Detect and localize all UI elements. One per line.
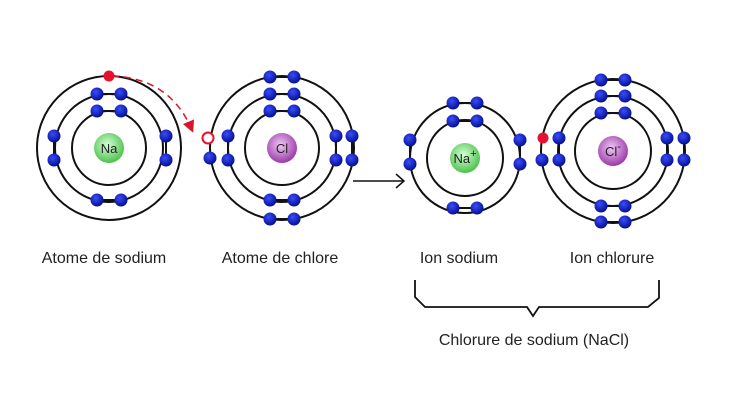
nucleus-symbol: Cl [276, 141, 288, 156]
nucleus [94, 133, 124, 163]
nucleus [598, 136, 628, 166]
electron [287, 193, 301, 207]
electron [221, 153, 235, 167]
electron [470, 201, 484, 215]
ion-charge: + [470, 148, 476, 160]
electron [263, 70, 277, 84]
electron [535, 153, 549, 167]
electron [403, 133, 417, 147]
electron [677, 131, 691, 145]
electron [47, 153, 61, 167]
electron [446, 201, 460, 215]
electron [594, 106, 608, 120]
electron [403, 157, 417, 171]
ion-charge: - [617, 141, 621, 153]
electron [345, 129, 359, 143]
electron [552, 131, 566, 145]
electron [660, 131, 674, 145]
electron [552, 153, 566, 167]
electron [594, 89, 608, 103]
transferred-electron [537, 132, 549, 144]
electron [470, 96, 484, 110]
label-chloride-ion: Ion chlorure [570, 250, 655, 267]
electron [594, 199, 608, 213]
electron [114, 193, 128, 207]
electron [618, 215, 632, 229]
electron [446, 96, 460, 110]
label-compound: Chlorure de sodium (NaCl) [439, 332, 629, 349]
electron [287, 212, 301, 226]
electron [203, 151, 217, 165]
electron [263, 193, 277, 207]
electron [263, 104, 277, 118]
label-sodium-ion: Ion sodium [420, 250, 498, 267]
label-sodium-atom: Atome de sodium [42, 250, 167, 267]
electron [287, 104, 301, 118]
electron [287, 70, 301, 84]
electron [90, 193, 104, 207]
sodium-ion: Na+ [403, 96, 527, 215]
nucleus [267, 133, 297, 163]
chloride-ion: Cl- [535, 73, 691, 229]
electron [90, 87, 104, 101]
electron-transfer-arrow [111, 75, 195, 133]
label-chlorine-atom: Atome de chlore [222, 250, 339, 267]
electron [221, 129, 235, 143]
reaction-arrow [353, 173, 406, 189]
electron [618, 89, 632, 103]
compound-brace [414, 280, 660, 318]
sodium-atom: Na [36, 70, 182, 221]
electron [287, 87, 301, 101]
electron [446, 114, 460, 128]
nucleus [450, 143, 480, 173]
electron [513, 157, 527, 171]
electron [329, 153, 343, 167]
chlorine-atom: Cl [203, 70, 359, 226]
electron [263, 87, 277, 101]
electron [470, 114, 484, 128]
electron [159, 153, 173, 167]
electron [345, 153, 359, 167]
electron [618, 106, 632, 120]
electron-vacancy [201, 131, 215, 145]
nucleus-symbol: Na [101, 141, 118, 156]
electron [594, 73, 608, 87]
electron [90, 104, 104, 118]
electron [618, 73, 632, 87]
electron [660, 153, 674, 167]
electron [47, 129, 61, 143]
electron [329, 129, 343, 143]
electron [677, 153, 691, 167]
electron [594, 215, 608, 229]
electron [618, 199, 632, 213]
electron [159, 129, 173, 143]
nucleus-symbol: Cl- [605, 141, 621, 159]
electron [513, 133, 527, 147]
transferred-electron [103, 70, 115, 82]
electron [263, 212, 277, 226]
electron [114, 104, 128, 118]
electron [114, 87, 128, 101]
